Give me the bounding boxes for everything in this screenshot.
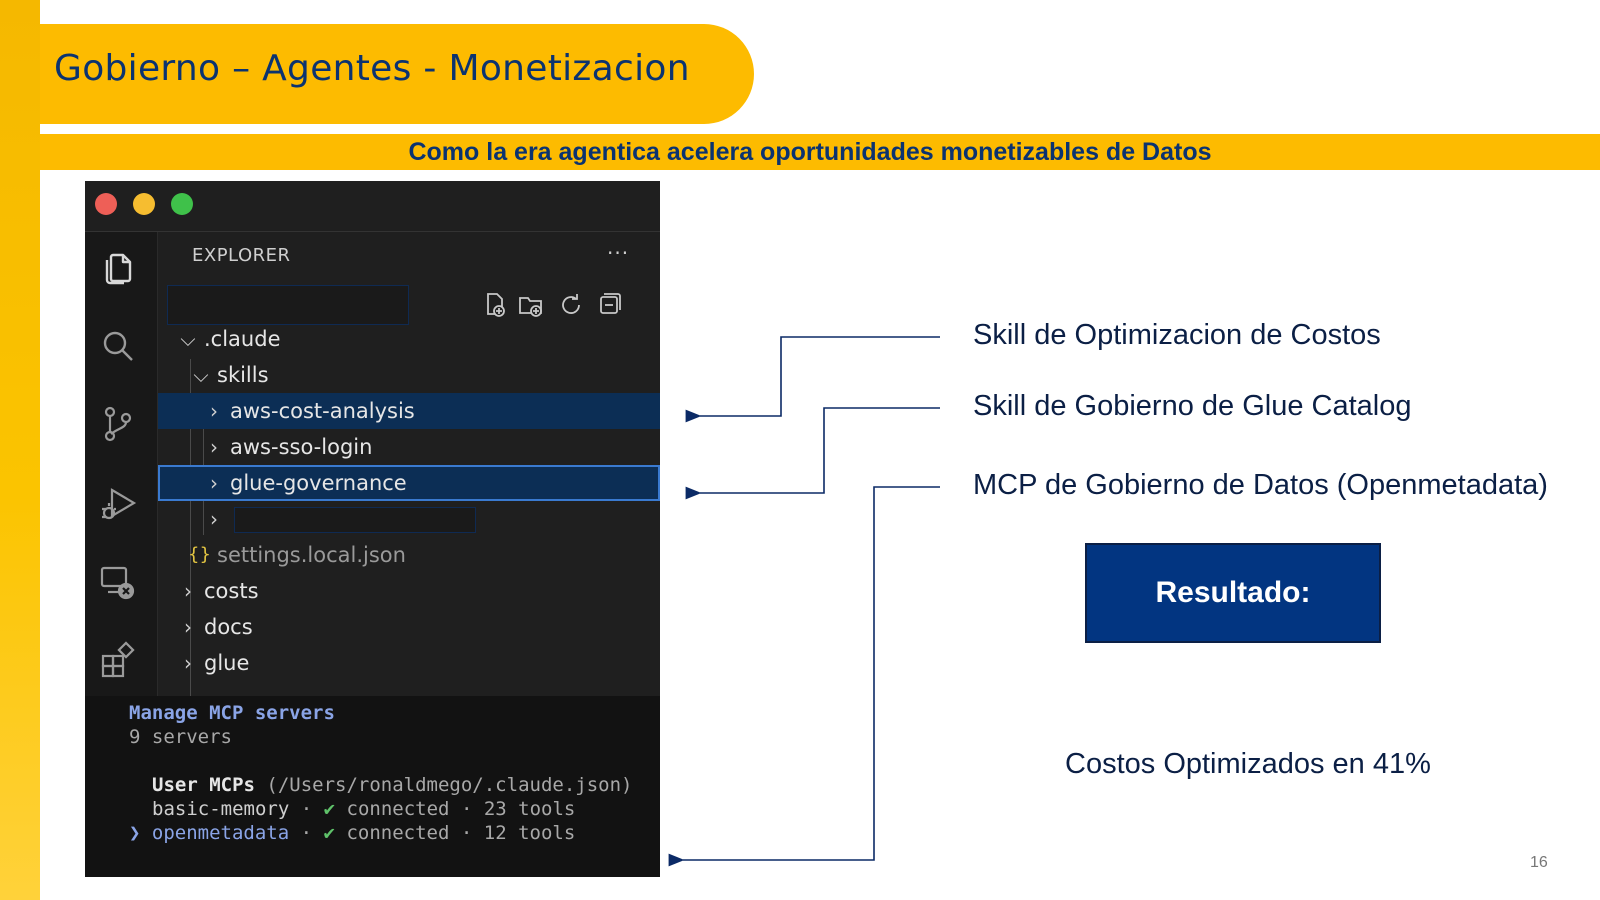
annotation-mcp: MCP de Gobierno de Datos (Openmetadata) [973, 469, 1548, 501]
explorer-icon[interactable] [98, 248, 138, 288]
tree-item-settings-local-json[interactable]: {} settings.local.json [158, 537, 660, 573]
arrow-glue-skill [685, 407, 940, 500]
result-label-box: Resultado: [1085, 543, 1381, 643]
tree-item-label: aws-sso-login [230, 435, 373, 459]
tree-item-claude[interactable]: ⌵ .claude [158, 321, 660, 357]
json-file-icon: {} [188, 544, 211, 565]
indent-guide [190, 359, 191, 697]
run-debug-icon[interactable] [98, 484, 138, 524]
tree-item-redacted[interactable]: › [158, 501, 660, 537]
minimize-window-button[interactable] [133, 193, 155, 215]
chevron-right-icon: › [184, 651, 192, 675]
server-status: connected [346, 798, 450, 820]
separator: · [300, 798, 313, 820]
page-number: 16 [1530, 854, 1548, 871]
explorer-title: EXPLORER [192, 245, 291, 266]
search-icon[interactable] [98, 326, 138, 366]
chevron-right-icon: › [210, 399, 218, 423]
tree-item-label: glue-governance [230, 471, 407, 495]
tree-item-label: aws-cost-analysis [230, 399, 415, 423]
tree-item-label: skills [217, 363, 269, 387]
tree-item-costs[interactable]: › costs [158, 573, 660, 609]
cursor-icon: ❯ [129, 822, 141, 844]
new-file-icon[interactable] [481, 291, 509, 319]
mcp-server-row[interactable]: basic-memory · ✔ connected · 23 tools [152, 798, 575, 820]
chevron-down-icon: ⌵ [180, 327, 196, 351]
user-mcps-label: User MCPs [152, 774, 255, 796]
check-icon: ✔ [323, 822, 335, 844]
mcp-heading: Manage MCP servers [129, 702, 335, 724]
mcp-server-count: 9 servers [129, 726, 232, 748]
tree-item-label: .claude [204, 327, 281, 351]
tree-item-label: settings.local.json [217, 543, 406, 567]
annotation-cost-skill: Skill de Optimizacion de Costos [973, 319, 1381, 351]
annotation-glue-skill: Skill de Gobierno de Glue Catalog [973, 390, 1412, 422]
tree-item-skills[interactable]: ⌵ skills [158, 357, 660, 393]
slide-subtitle: Como la era agentica acelera oportunidad… [408, 138, 1212, 166]
chevron-down-icon: ⌵ [193, 363, 209, 387]
mcp-terminal-panel: Manage MCP servers 9 servers User MCPs (… [85, 696, 660, 877]
server-status: connected [346, 822, 450, 844]
workspace-name-redacted [167, 285, 409, 325]
tree-item-aws-cost-analysis[interactable]: › aws-cost-analysis [158, 393, 660, 429]
separator: · [460, 798, 473, 820]
folder-name-redacted [234, 507, 476, 533]
editor-window: EXPLORER ··· ⌵ .claude ⌵ skills › aws-co… [85, 181, 660, 877]
tree-item-label: glue [204, 651, 250, 675]
close-window-button[interactable] [95, 193, 117, 215]
mcp-server-row-selected[interactable]: ❯ openmetadata · ✔ connected · 12 tools [129, 822, 575, 844]
slide-title: Gobierno – Agentes - Monetizacion [54, 48, 690, 89]
user-mcps-line: User MCPs (/Users/ronaldmego/.claude.jso… [152, 774, 632, 796]
chevron-right-icon: › [210, 435, 218, 459]
server-tools: 23 tools [483, 798, 576, 820]
tree-item-aws-sso-login[interactable]: › aws-sso-login [158, 429, 660, 465]
chevron-right-icon: › [210, 471, 218, 495]
source-control-icon[interactable] [98, 404, 138, 444]
refresh-icon[interactable] [557, 291, 585, 319]
remote-explorer-icon[interactable] [98, 562, 138, 602]
tree-item-label: docs [204, 615, 253, 639]
subtitle-band: Como la era agentica acelera oportunidad… [40, 134, 1600, 170]
separator: · [300, 822, 313, 844]
titlebar-divider [85, 231, 660, 232]
maximize-window-button[interactable] [171, 193, 193, 215]
tree-item-glue[interactable]: › glue [158, 645, 660, 681]
title-banner [40, 24, 754, 124]
tree-item-docs[interactable]: › docs [158, 609, 660, 645]
user-mcps-path: (/Users/ronaldmego/.claude.json) [266, 774, 633, 796]
tree-item-label: costs [204, 579, 259, 603]
more-actions-icon[interactable]: ··· [607, 241, 630, 265]
extensions-icon[interactable] [98, 640, 138, 680]
left-accent-bar [0, 0, 40, 900]
arrow-cost-skill [685, 336, 940, 423]
check-icon: ✔ [323, 798, 336, 820]
new-folder-icon[interactable] [517, 291, 545, 319]
chevron-right-icon: › [184, 579, 192, 603]
chevron-right-icon: › [184, 615, 192, 639]
server-name: openmetadata [151, 822, 290, 844]
server-name: basic-memory [152, 798, 290, 820]
arrow-mcp [668, 486, 940, 867]
server-tools: 12 tools [483, 822, 576, 844]
tree-item-glue-governance[interactable]: › glue-governance [158, 465, 660, 501]
result-text: Costos Optimizados en 41% [1065, 748, 1431, 780]
collapse-all-icon[interactable] [595, 291, 623, 319]
separator: · [460, 822, 473, 844]
chevron-right-icon: › [210, 507, 218, 531]
